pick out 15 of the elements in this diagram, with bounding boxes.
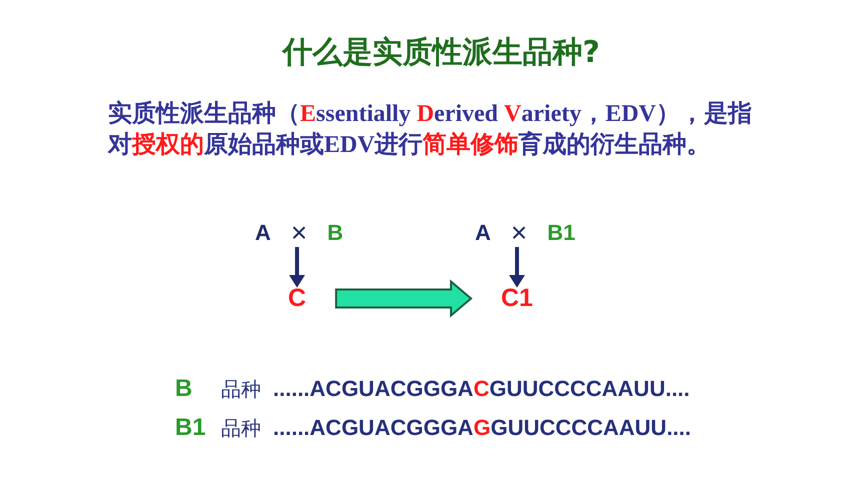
- arrow: [289, 247, 306, 288]
- cross-formula: A × B: [255, 219, 344, 247]
- slide-title: 什么是实质性派生品种?: [282, 34, 600, 72]
- offspring-label: C: [288, 286, 306, 311]
- offspring-label: C1: [501, 286, 533, 311]
- variety-term: 品种: [221, 376, 261, 403]
- variety-label: B1: [175, 414, 206, 442]
- variety-term: 品种: [221, 415, 261, 442]
- rna-sequence: ......ACGUACGGGACGUUCCCCAAUU....: [273, 376, 690, 402]
- variety-label: B: [175, 375, 192, 403]
- arrow: [508, 247, 525, 288]
- definition-text: 实质性派生品种（Essentially Derived Variety，EDV），是指对授权的原始品种或EDV进行简单修饰育成的衍生品种。: [108, 99, 754, 160]
- cross-formula: A × B1: [475, 219, 576, 247]
- rna-sequence: ......ACGUACGGGAGGUUCCCCAAUU....: [273, 415, 692, 441]
- block-arrow: [335, 279, 473, 318]
